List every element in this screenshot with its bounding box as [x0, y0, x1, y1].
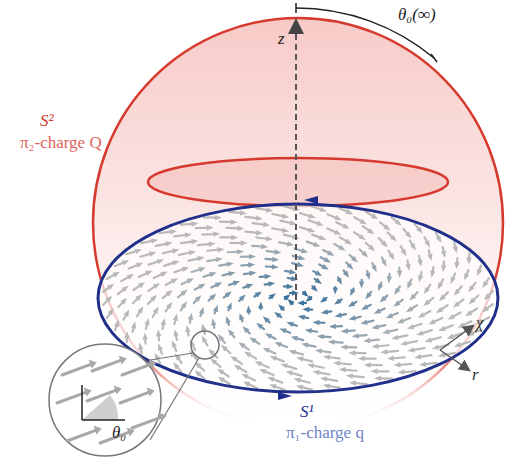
axis-label: z [278, 30, 285, 49]
angle-label: θ₀(∞) [398, 6, 436, 25]
manifold-label: S² [40, 112, 54, 131]
coordinate-label: χ [476, 314, 483, 333]
coordinate-label: r [472, 366, 479, 385]
manifold-label: S¹ [300, 403, 314, 422]
charge-label: π₂-charge Q [20, 134, 102, 153]
angle-label: θ₀ [112, 424, 126, 443]
charge-label: π₁-charge q [286, 424, 364, 443]
